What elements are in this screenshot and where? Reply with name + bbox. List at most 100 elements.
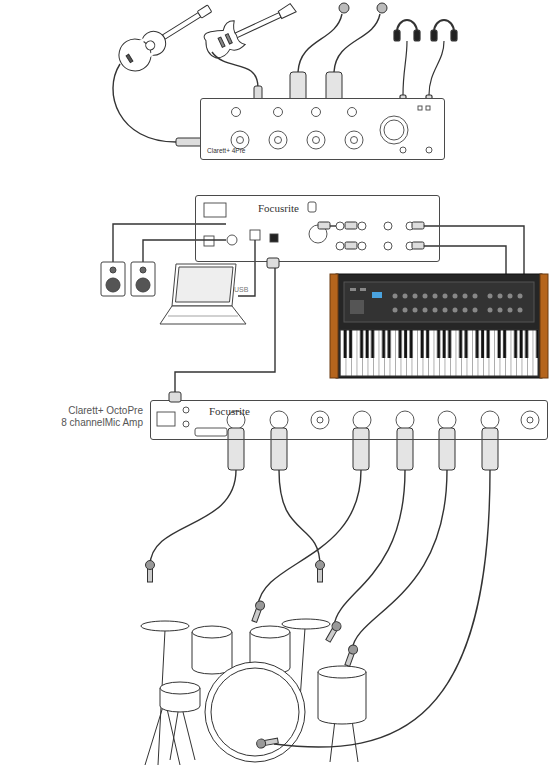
- octopre-panel: [521, 411, 539, 429]
- laptop: [168, 316, 238, 317]
- microphone: [324, 620, 343, 643]
- instrument-cable: [212, 52, 258, 88]
- front-panel: [200, 98, 445, 160]
- synthesizer: [413, 308, 418, 313]
- brand-name: Focusrite: [209, 405, 250, 418]
- optical-plug: [169, 392, 181, 402]
- drum-kit: [352, 720, 358, 762]
- synthesizer: [344, 282, 534, 322]
- synthesizer: [413, 294, 418, 299]
- octopre-panel: [438, 411, 456, 429]
- microphone: [146, 561, 155, 583]
- rear-panel: [358, 222, 366, 230]
- mic-cable: [258, 470, 361, 606]
- synthesizer: [433, 294, 438, 299]
- synthesizer: [350, 288, 356, 291]
- octopre-panel: [481, 411, 499, 429]
- interface-rear-panel: Focusrite: [195, 195, 440, 262]
- synthesizer: [473, 294, 478, 299]
- rear-panel: [195, 195, 440, 262]
- brand-name: Focusrite: [258, 202, 299, 215]
- rear-panel: [195, 195, 440, 262]
- synthesizer: [330, 274, 338, 378]
- xlr-plug: [353, 428, 369, 470]
- synthesizer: [423, 294, 428, 299]
- octopre-panel: [270, 411, 288, 429]
- xlr-plug: [271, 428, 287, 470]
- microphone: [316, 561, 325, 570]
- laptop: [176, 267, 234, 302]
- synthesizer: [453, 308, 458, 313]
- front-panel: [348, 108, 357, 117]
- synthesizer: [393, 308, 398, 313]
- acoustic-guitar: [136, 38, 144, 44]
- front-panel: [313, 137, 320, 144]
- rear-panel: [204, 236, 214, 246]
- rear-panel: [336, 242, 344, 250]
- drum-kit: [250, 626, 290, 638]
- microphone: [330, 620, 342, 632]
- electric-guitar: [234, 13, 281, 39]
- microphone: [146, 561, 359, 749]
- synthesizer: [488, 294, 493, 299]
- synthesizer: [453, 294, 458, 299]
- microphone: [339, 3, 349, 13]
- front-panel: [237, 137, 244, 144]
- rear-panel: [384, 242, 392, 250]
- monitor-speaker: [106, 278, 120, 292]
- acoustic-guitar: [113, 0, 218, 77]
- synthesizer: [518, 308, 523, 313]
- front-panel: [380, 116, 408, 144]
- octopre-panel: [527, 417, 533, 423]
- drum-kit: [141, 621, 189, 631]
- electric-guitar: [225, 34, 232, 44]
- rear-panel: [358, 242, 366, 250]
- synthesizer: [403, 308, 408, 313]
- synthesizer: [372, 292, 382, 298]
- synthesizer: [508, 294, 513, 299]
- mic-cable: [279, 470, 320, 566]
- front-panel: [312, 108, 321, 117]
- front-panel: [426, 147, 432, 153]
- synthesizer: [350, 288, 523, 314]
- jack-plug: [345, 242, 357, 249]
- laptop: [172, 264, 236, 306]
- front-panel: [351, 137, 358, 144]
- electric-guitar: [201, 20, 246, 62]
- mic-cable: [334, 470, 405, 626]
- model-name: Clarett+ 4Pre: [207, 147, 245, 154]
- synthesizer: [350, 300, 364, 314]
- monitor-speaker: [136, 278, 150, 292]
- headphones: [429, 41, 444, 95]
- front-panel: [200, 98, 445, 160]
- microphone: [318, 568, 323, 582]
- synthesizer: [340, 330, 538, 376]
- microphone: [256, 736, 279, 749]
- front-panel: [418, 106, 422, 110]
- octopre-panel: [311, 411, 329, 429]
- drum-kit: [160, 682, 200, 694]
- synthesizer: [443, 294, 448, 299]
- front-panel: [384, 120, 404, 140]
- optical-plug: [267, 258, 279, 268]
- drum-kit: [141, 619, 366, 765]
- monitor-speaker: [131, 262, 155, 296]
- acoustic-guitar: [144, 39, 156, 51]
- microphone: [148, 568, 153, 582]
- microphone: [377, 3, 387, 13]
- microphone: [334, 14, 380, 72]
- front-panel: [307, 131, 325, 149]
- acoustic-guitar: [163, 13, 201, 39]
- front-panel: [232, 108, 241, 117]
- monitor-speaker: [101, 262, 125, 296]
- instrument-cable: [113, 64, 176, 142]
- electric-guitar: [277, 3, 296, 19]
- front-panel: [269, 131, 287, 149]
- mic-cable: [150, 470, 236, 566]
- rear-panel: [308, 202, 316, 212]
- jack-plug: [318, 222, 424, 249]
- synthesizer: [336, 274, 542, 378]
